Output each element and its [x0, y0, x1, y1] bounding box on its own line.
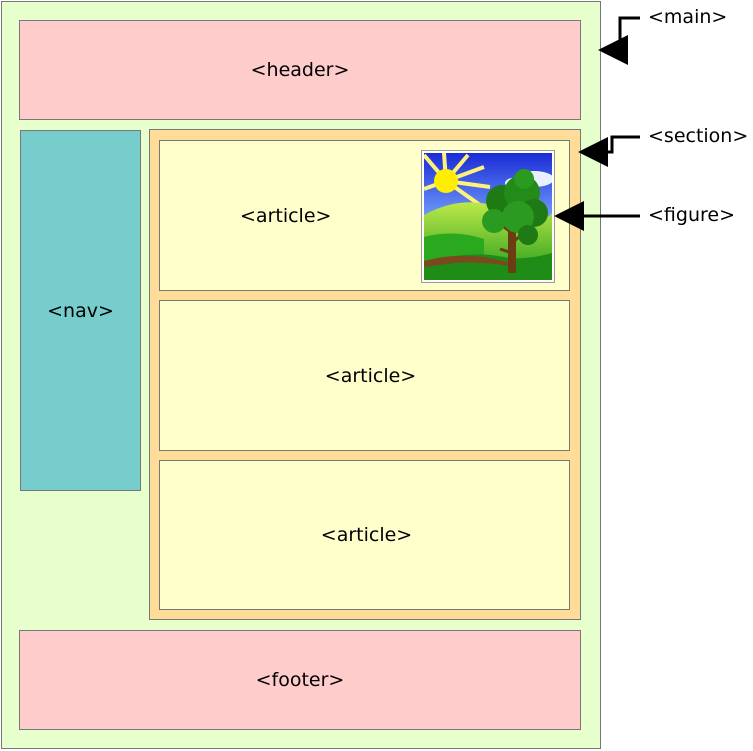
article-label-1: <article> [240, 205, 332, 227]
main-arrow [598, 16, 640, 65]
article-box-1: <article> [159, 140, 570, 291]
nav-box: <nav> [20, 130, 141, 491]
header-box: <header> [19, 20, 581, 120]
figure-annotation: <figure> [648, 204, 735, 226]
tree-icon [482, 169, 548, 273]
article-label-3: <article> [320, 524, 413, 546]
section-annotation: <section> [648, 125, 749, 147]
footer-box: <footer> [19, 630, 581, 730]
main-annotation: <main> [648, 6, 728, 28]
footer-label: <footer> [255, 669, 345, 691]
landscape-illustration [422, 152, 554, 280]
figure-image [421, 150, 555, 283]
header-label: <header> [250, 59, 350, 81]
sun-icon [434, 169, 458, 193]
nav-label: <nav> [47, 299, 114, 322]
section-arrow [578, 135, 640, 167]
article-box-2: <article> [159, 300, 570, 451]
article-box-3: <article> [159, 460, 570, 610]
article-label-2: <article> [324, 364, 417, 387]
